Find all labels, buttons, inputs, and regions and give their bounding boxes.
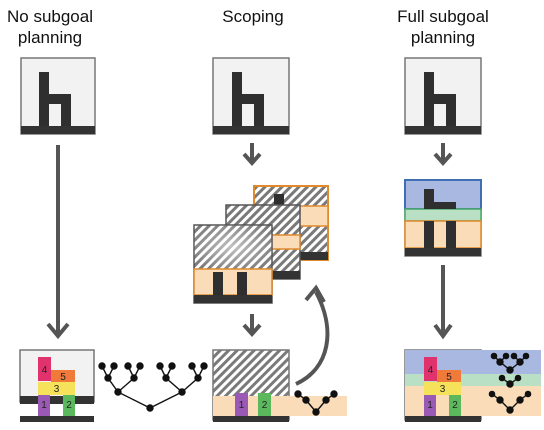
arrow-down-long-left xyxy=(46,145,70,340)
loop-arrow-curved xyxy=(295,284,330,386)
goal-silhouette-panel-left xyxy=(20,57,96,135)
full-block-2-label: 2 xyxy=(452,400,458,411)
arrow-down-right-1 xyxy=(433,143,453,167)
block-5-label: 5 xyxy=(60,372,66,383)
goal-silhouette-panel-right xyxy=(404,57,482,135)
full-plan-solution: 4 5 3 1 2 xyxy=(404,349,541,422)
scoped-panel-front xyxy=(193,224,273,304)
full-block-5 xyxy=(437,370,461,382)
solution-tower-left: 4 5 3 1 2 xyxy=(19,349,95,422)
search-tree-large xyxy=(98,362,208,412)
full-block-2 xyxy=(449,395,461,416)
full-block-4-label: 4 xyxy=(428,365,434,376)
scope-block-2 xyxy=(258,393,271,416)
scope-block-1 xyxy=(235,393,248,416)
full-block-5-label: 5 xyxy=(446,372,452,383)
subgoal-decomposition-panel xyxy=(404,179,482,257)
block-3 xyxy=(38,382,75,395)
full-block-1 xyxy=(424,395,436,416)
block-4-label: 4 xyxy=(42,365,48,376)
block-1-label: 1 xyxy=(41,400,47,411)
column-title-full-subgoal-planning: Full subgoal planning xyxy=(397,7,489,47)
arrow-down-long-right xyxy=(433,265,453,340)
scope-block-1-label: 1 xyxy=(239,400,245,411)
full-block-3-label: 3 xyxy=(440,384,446,395)
arrow-down-middle-2 xyxy=(242,314,262,338)
full-block-4 xyxy=(424,357,437,381)
block-3-label: 3 xyxy=(54,384,60,395)
column-title-no-subgoal-planning: No subgoal planning xyxy=(6,7,93,47)
goal-silhouette-panel-middle xyxy=(212,57,290,135)
column-title-scoping: Scoping xyxy=(222,7,284,26)
arrow-down-middle-1 xyxy=(242,143,262,167)
search-tree-small-scope xyxy=(294,390,338,416)
block-5 xyxy=(51,370,75,382)
scope-block-2-label: 2 xyxy=(262,400,268,411)
block-4 xyxy=(38,357,51,381)
full-block-3 xyxy=(424,382,461,395)
full-block-1-label: 1 xyxy=(427,400,433,411)
block-2-label: 2 xyxy=(66,400,72,411)
search-trees-full-plan xyxy=(488,352,532,414)
partial-solution-panel: 1 2 xyxy=(212,349,347,422)
